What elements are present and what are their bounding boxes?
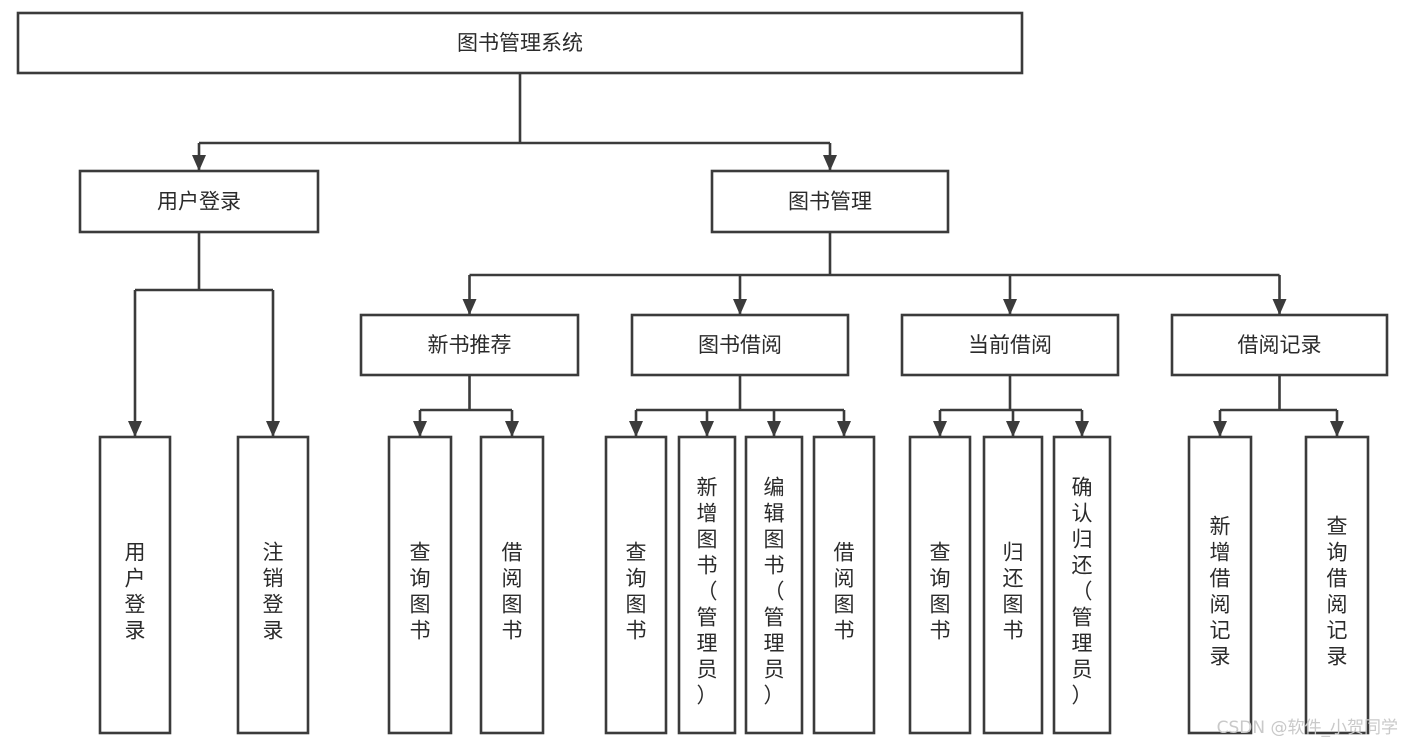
conn-l3-1-arrow-2 xyxy=(767,421,781,437)
conn-l3-3-arrow-1 xyxy=(1330,421,1344,437)
node-leaf-11-label: 新增借阅记录 xyxy=(1210,514,1231,668)
node-leaf-12-label: 查询借阅记录 xyxy=(1327,514,1348,668)
node-l3-1-box[interactable] xyxy=(630,313,850,377)
conn-l3-0-arrow-1 xyxy=(505,421,519,437)
node-leaf-9-box[interactable] xyxy=(982,435,1044,735)
node-leaf-5-label: 新增图书（管理员） xyxy=(697,475,718,707)
conn-root-arrow-0 xyxy=(192,155,206,171)
node-l3-0-label: 新书推荐 xyxy=(428,333,512,357)
node-leaf-8-label: 查询图书 xyxy=(930,540,951,642)
conn-root-arrow-1 xyxy=(823,155,837,171)
node-l3-2[interactable]: 当前借阅 xyxy=(900,313,1120,377)
conn-books-arrow-2 xyxy=(1003,299,1017,315)
node-leaf-6-box[interactable] xyxy=(744,435,804,735)
node-leaf-5[interactable]: 新增图书（管理员） xyxy=(677,435,737,735)
node-leaf-2-label: 查询图书 xyxy=(410,540,431,642)
node-leaf-3-box[interactable] xyxy=(479,435,545,735)
node-leaf-3[interactable]: 借阅图书 xyxy=(479,435,545,735)
conn-l3-2-arrow-2 xyxy=(1075,421,1089,437)
node-leaf-9-label: 归还图书 xyxy=(1003,540,1024,642)
conn-books-arrow-1 xyxy=(733,299,747,315)
node-l3-0-box[interactable] xyxy=(359,313,580,377)
node-l3-1-label: 图书借阅 xyxy=(698,333,782,357)
node-leaf-3-label: 借阅图书 xyxy=(502,540,523,642)
node-leaf-10[interactable]: 确认归还（管理员） xyxy=(1052,435,1112,735)
conn-l3-1-arrow-1 xyxy=(700,421,714,437)
node-leaf-7-box[interactable] xyxy=(812,435,876,735)
node-l3-2-label: 当前借阅 xyxy=(968,333,1052,357)
node-l2-0-label: 用户登录 xyxy=(157,190,241,214)
nodes-layer: 图书管理系统用户登录图书管理新书推荐图书借阅当前借阅借阅记录用户登录注销登录查询… xyxy=(16,11,1389,735)
node-l2-0[interactable]: 用户登录 xyxy=(78,169,320,234)
node-leaf-4-box[interactable] xyxy=(604,435,668,735)
node-leaf-11-box[interactable] xyxy=(1187,435,1253,735)
node-leaf-4[interactable]: 查询图书 xyxy=(604,435,668,735)
node-leaf-6-label: 编辑图书（管理员） xyxy=(764,475,785,707)
node-l3-0[interactable]: 新书推荐 xyxy=(359,313,580,377)
node-leaf-1[interactable]: 注销登录 xyxy=(236,435,310,735)
node-leaf-1-label: 注销登录 xyxy=(263,540,284,642)
node-root-system[interactable]: 图书管理系统 xyxy=(16,11,1024,75)
node-leaf-0[interactable]: 用户登录 xyxy=(98,435,172,735)
node-l2-1-box[interactable] xyxy=(710,169,950,234)
connectors-layer xyxy=(128,73,1344,437)
node-leaf-12-box[interactable] xyxy=(1304,435,1370,735)
node-leaf-12[interactable]: 查询借阅记录 xyxy=(1304,435,1370,735)
conn-l3-3-arrow-0 xyxy=(1213,421,1227,437)
node-root-system-box[interactable] xyxy=(16,11,1024,75)
node-leaf-8-box[interactable] xyxy=(908,435,972,735)
node-leaf-7[interactable]: 借阅图书 xyxy=(812,435,876,735)
node-l3-3-box[interactable] xyxy=(1170,313,1389,377)
node-l2-1[interactable]: 图书管理 xyxy=(710,169,950,234)
conn-l3-2-arrow-0 xyxy=(933,421,947,437)
csdn-watermark: CSDN @软件_小贺同学 xyxy=(1217,718,1398,738)
conn-l3-0-arrow-0 xyxy=(413,421,427,437)
conn-login-arrow-0 xyxy=(128,421,142,437)
node-leaf-0-label: 用户登录 xyxy=(125,540,146,642)
node-leaf-9[interactable]: 归还图书 xyxy=(982,435,1044,735)
node-l3-3[interactable]: 借阅记录 xyxy=(1170,313,1389,377)
node-leaf-1-box[interactable] xyxy=(236,435,310,735)
node-leaf-10-box[interactable] xyxy=(1052,435,1112,735)
node-leaf-0-box[interactable] xyxy=(98,435,172,735)
node-l3-3-label: 借阅记录 xyxy=(1238,333,1322,357)
conn-books-arrow-3 xyxy=(1272,299,1287,315)
node-leaf-7-label: 借阅图书 xyxy=(834,540,855,642)
node-leaf-2[interactable]: 查询图书 xyxy=(387,435,453,735)
conn-l3-2-arrow-1 xyxy=(1006,421,1020,437)
node-leaf-8[interactable]: 查询图书 xyxy=(908,435,972,735)
node-leaf-11[interactable]: 新增借阅记录 xyxy=(1187,435,1253,735)
conn-books-arrow-0 xyxy=(462,299,477,315)
node-root-system-label: 图书管理系统 xyxy=(457,31,583,55)
node-leaf-4-label: 查询图书 xyxy=(626,540,647,642)
node-leaf-2-box[interactable] xyxy=(387,435,453,735)
node-l2-0-box[interactable] xyxy=(78,169,320,234)
node-l3-2-box[interactable] xyxy=(900,313,1120,377)
conn-l3-1-arrow-0 xyxy=(629,421,643,437)
conn-l3-1-arrow-3 xyxy=(837,421,851,437)
conn-login-arrow-1 xyxy=(266,421,280,437)
node-l3-1[interactable]: 图书借阅 xyxy=(630,313,850,377)
node-leaf-6[interactable]: 编辑图书（管理员） xyxy=(744,435,804,735)
node-leaf-5-box[interactable] xyxy=(677,435,737,735)
node-l2-1-label: 图书管理 xyxy=(788,190,872,214)
node-leaf-10-label: 确认归还（管理员） xyxy=(1072,475,1093,707)
